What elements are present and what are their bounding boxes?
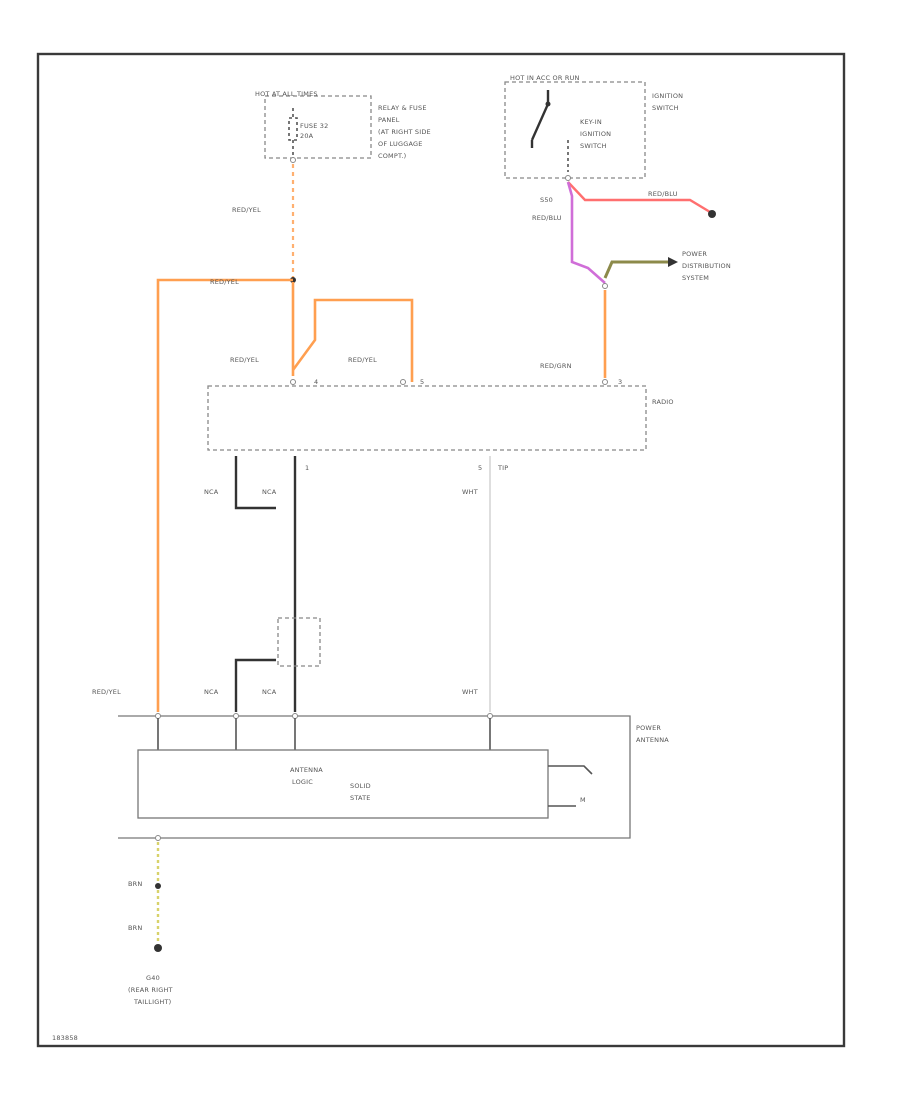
ignition-switch-label-2: SWITCH (652, 104, 679, 112)
ground-label-3: TAILLIGHT) (133, 998, 171, 1006)
pin-4-label: 4 (314, 378, 318, 386)
figure-id: 183858 (52, 1034, 78, 1042)
red-wire-end (708, 210, 716, 218)
diagram-frame (36, 52, 846, 1048)
red-yel-fuse-label: RED/YEL (232, 206, 261, 214)
nca-lower-stub-wire (234, 658, 276, 712)
ignition-switch-label-1: IGNITION (652, 92, 683, 100)
radio-terminal-3 (602, 379, 608, 385)
key-in-label-1: KEY-IN (580, 118, 602, 126)
red-yel-bottom-label: RED/YEL (92, 688, 121, 696)
solid-state-label-2: STATE (350, 794, 371, 802)
switch-pivot (545, 101, 551, 107)
ground-label-2: (REAR RIGHT (128, 986, 173, 994)
power-feed-arrow (668, 257, 678, 267)
relay-panel-label-4: OF LUGGAGE (378, 140, 423, 148)
relay-panel-label-2: PANEL (378, 116, 400, 124)
nca-stub-wire (234, 456, 276, 510)
wht-bottom-label: WHT (462, 688, 478, 696)
red-blu-label: RED/BLU (532, 214, 562, 222)
fuse-amp-label: 20A (300, 132, 314, 140)
red-blu-label-2: RED/BLU (648, 190, 678, 198)
solid-state-label-1: SOLID (350, 782, 371, 790)
tip-label: TIP (497, 464, 508, 472)
antenna-terminal-4 (487, 713, 493, 719)
power-feed-wire (603, 260, 668, 279)
power-antenna-label-2: ANTENNA (636, 736, 669, 744)
hot-at-all-times-label: HOT AT ALL TIMES (255, 90, 318, 98)
power-dist-label-2: DISTRIBUTION (682, 262, 731, 270)
ground-label-1: G40 (146, 974, 160, 982)
nca-label-2: NCA (262, 488, 277, 496)
fuse-label: FUSE 32 (300, 122, 328, 130)
power-dist-label-1: POWER (682, 250, 707, 258)
red-wire-top (567, 181, 711, 214)
antenna-terminal-2 (233, 713, 239, 719)
relay-panel-label-3: (AT RIGHT SIDE (378, 128, 431, 136)
s50-label: S50 (540, 196, 553, 204)
ground-point (154, 944, 162, 952)
relay-panel-label-5: COMPT.) (378, 152, 406, 160)
antenna-housing (118, 715, 631, 839)
radio-terminal-4 (290, 379, 296, 385)
pin-dot-label: 5 (478, 464, 482, 472)
fuse-terminal (290, 157, 296, 163)
power-antenna-label-1: POWER (636, 724, 661, 732)
splice-terminal (602, 283, 608, 289)
ignition-switch-contact (530, 90, 550, 148)
red-grn-label: RED/GRN (540, 362, 572, 370)
nca-label-3: NCA (204, 688, 219, 696)
pin-3-label: 3 (618, 378, 622, 386)
nca-label-4: NCA (262, 688, 277, 696)
antenna-logic-label-2: LOGIC (292, 778, 313, 786)
red-yel-to-radio-5 (291, 298, 414, 382)
radio-box (207, 385, 647, 451)
key-in-label-3: SWITCH (580, 142, 607, 150)
pin-1-label: 1 (305, 464, 309, 472)
antenna-internal-leads (157, 718, 491, 750)
red-yel-top-label: RED/YEL (210, 278, 239, 286)
hot-acc-run-label: HOT IN ACC OR RUN (510, 74, 580, 82)
option-connector-box (277, 617, 321, 667)
wht-top-label: WHT (462, 488, 478, 496)
red-blu-wire (566, 181, 606, 284)
ignition-switch-box (504, 81, 646, 179)
radio-terminal-5 (400, 379, 406, 385)
red-yel-to-antenna (156, 278, 293, 712)
red-yel-label-1: RED/YEL (230, 356, 259, 364)
antenna-logic-label-1: ANTENNA (290, 766, 323, 774)
pin-5-label: 5 (420, 378, 424, 386)
antenna-mast-symbol (548, 765, 593, 775)
ground-terminal (155, 835, 161, 841)
brn-label-1: BRN (128, 880, 142, 888)
fuse-panel-box (264, 95, 372, 159)
ignition-terminal (565, 175, 571, 181)
antenna-logic-box (137, 749, 549, 819)
nca-label-1: NCA (204, 488, 219, 496)
key-in-label-2: IGNITION (580, 130, 611, 138)
relay-panel-label-1: RELAY & FUSE (378, 104, 427, 112)
power-dist-label-3: SYSTEM (682, 274, 709, 282)
brn-label-2: BRN (128, 924, 142, 932)
fuse-symbol (288, 108, 298, 156)
motor-m-label: M (580, 796, 586, 804)
ground-connector (155, 883, 161, 889)
radio-label: RADIO (652, 398, 674, 406)
red-yel-label-2: RED/YEL (348, 356, 377, 364)
antenna-terminal-1 (155, 713, 161, 719)
antenna-terminal-3 (292, 713, 298, 719)
